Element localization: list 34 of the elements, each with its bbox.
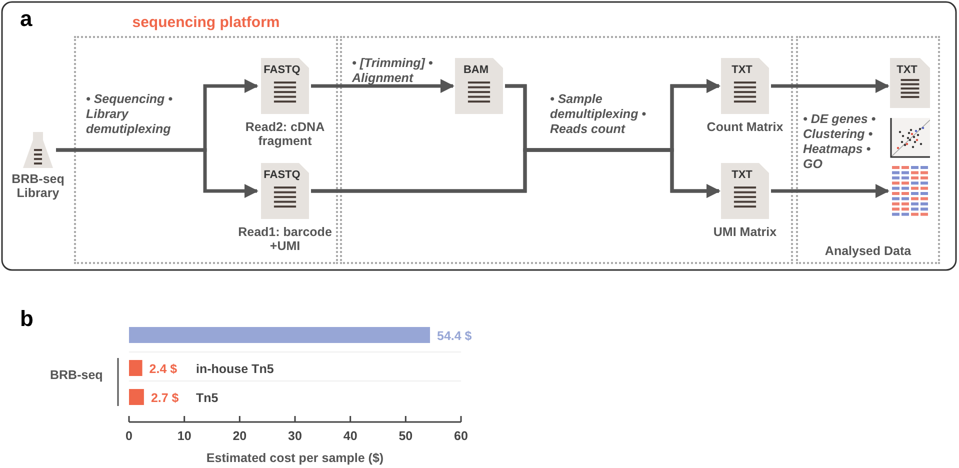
value-label: 2.7 $: [150, 391, 179, 405]
arrow: [311, 79, 454, 93]
tick-label: 20: [232, 429, 247, 443]
category-label: in-house Tn5: [196, 362, 274, 376]
node-label: Count Matrix: [706, 120, 784, 134]
arrow: [56, 148, 258, 198]
file-format-label: FASTQ: [262, 169, 302, 181]
tick-label: 40: [343, 429, 358, 443]
group-title: sequencing platform: [131, 14, 281, 31]
tick-label: 30: [288, 429, 302, 443]
tick-label: 10: [177, 429, 192, 443]
node-label: Read2: cDNA fragment: [244, 120, 326, 148]
node-label: BRB-seq Library: [10, 172, 66, 200]
file-format-label: TXT: [730, 169, 754, 181]
node-label: UMI Matrix: [712, 225, 778, 239]
axis-title: Estimated cost per sample ($): [206, 451, 384, 465]
file-format-label: BAM: [462, 64, 490, 76]
file-format-label: TXT: [730, 64, 754, 76]
tick-label: 60: [454, 429, 468, 443]
group-label: BRB-seq: [50, 368, 103, 382]
file-format-label: FASTQ: [262, 64, 302, 76]
tick-label: 50: [398, 429, 413, 443]
value-label: 54.4 $: [437, 329, 472, 343]
category-label: Tn5: [196, 391, 218, 405]
arrow: [771, 184, 890, 198]
panel-letter: b: [20, 306, 34, 332]
node-label: Read1: barcode +UMI: [237, 225, 333, 253]
tick-label: 0: [126, 429, 132, 443]
file-format-label: TXT: [896, 64, 918, 76]
group-label: Analysed Data: [824, 244, 912, 258]
arrow: [311, 148, 720, 198]
panel-letter: a: [20, 6, 32, 32]
arrow: [771, 79, 890, 93]
value-label: 2.4 $: [149, 362, 178, 376]
